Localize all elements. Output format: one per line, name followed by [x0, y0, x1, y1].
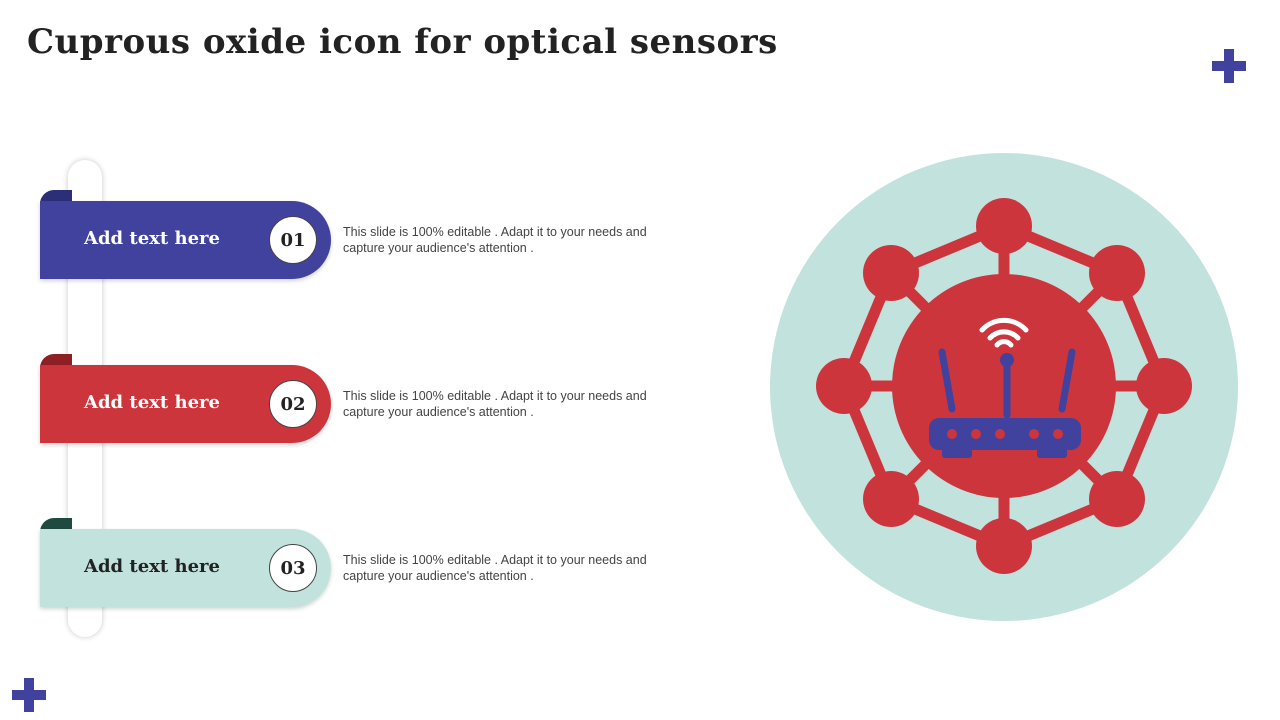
wifi-router-network-icon: [770, 153, 1238, 621]
step-number-badge: 01: [269, 216, 317, 264]
list-item-3: Add text here 03 This slide is 100% edit…: [0, 518, 700, 608]
ribbon-label: Add text here: [84, 228, 220, 249]
ribbon-fold: [40, 354, 72, 368]
ribbon-label: Add text here: [84, 556, 220, 577]
wifi-signal-icon: [979, 317, 1029, 348]
item-description: This slide is 100% editable . Adapt it t…: [343, 225, 647, 255]
step-number-badge: 03: [269, 544, 317, 592]
list-item-1: Add text here 01 This slide is 100% edit…: [0, 190, 700, 280]
item-description: This slide is 100% editable . Adapt it t…: [343, 389, 647, 419]
router-lights: [947, 429, 1063, 439]
plus-icon: [12, 678, 46, 712]
plus-icon: [1212, 49, 1246, 83]
item-description: This slide is 100% editable . Adapt it t…: [343, 553, 647, 583]
ribbon-fold: [40, 190, 72, 204]
slide-title: Cuprous oxide icon for optical sensors: [27, 22, 778, 62]
list-item-2: Add text here 02 This slide is 100% edit…: [0, 354, 700, 444]
step-number-badge: 02: [269, 380, 317, 428]
ribbon-fold: [40, 518, 72, 532]
ribbon-label: Add text here: [84, 392, 220, 413]
